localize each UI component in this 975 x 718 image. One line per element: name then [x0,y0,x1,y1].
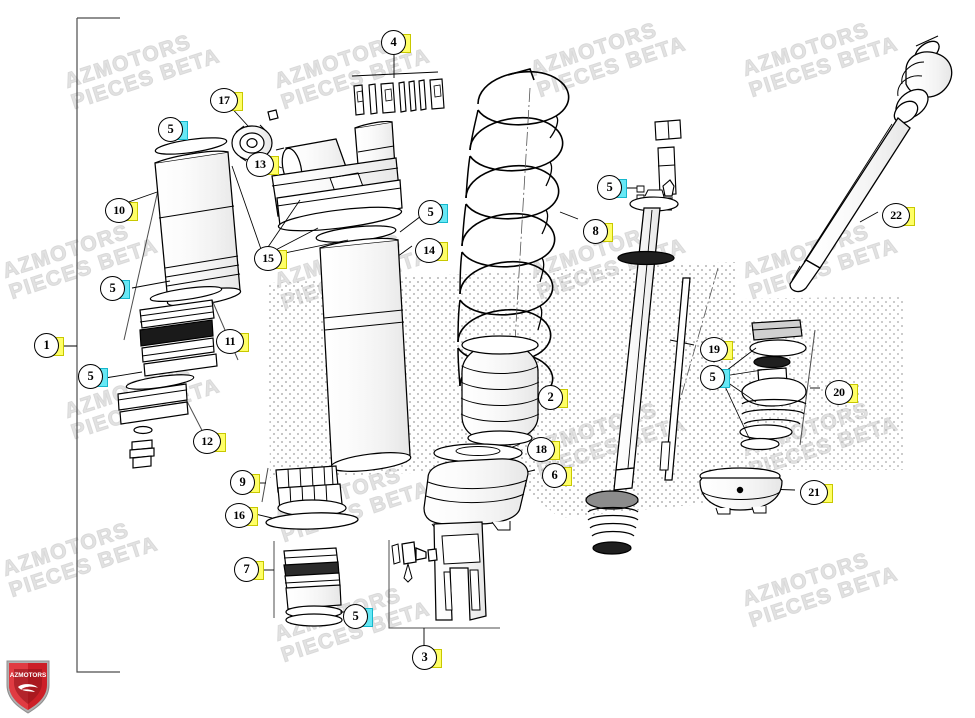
part-16-locking-wire-ring [246,511,359,530]
part-19-damper-shaft-rod [613,189,719,491]
callout-number: 5 [78,364,103,389]
callout-marker-5e[interactable]: 5 [597,175,627,201]
callout-marker-5a[interactable]: 5 [158,117,188,143]
bracket-item-3 [388,540,500,648]
callout-marker-2[interactable]: 2 [538,385,568,411]
callout-number: 5 [418,200,443,225]
callout-marker-20[interactable]: 20 [825,380,858,406]
callout-number: 10 [105,198,133,223]
callout-marker-16[interactable]: 16 [225,503,258,529]
callout-marker-18[interactable]: 18 [527,437,560,463]
callout-number: 1 [34,333,59,358]
part-13-piggyback-head [261,120,403,232]
callout-number: 18 [527,437,555,462]
callout-number: 2 [538,385,563,410]
callout-marker-1[interactable]: 1 [34,333,64,359]
part-rebound-spring-small [585,490,639,555]
callout-number: 14 [415,238,443,263]
part-5-fastener-column [620,119,682,211]
part-21-bottom-end-cap [699,467,796,515]
callout-marker-11[interactable]: 11 [216,329,249,355]
callout-number: 12 [193,429,221,454]
logo-text: AZMOTORS [10,672,47,679]
part-4-shim-stack [351,55,445,116]
callout-number: 6 [542,463,567,488]
part-20-rebound-valve-stack [739,319,807,451]
callout-number: 5 [597,175,622,200]
callout-marker-7[interactable]: 7 [234,557,264,583]
callout-marker-14[interactable]: 14 [415,238,448,264]
callout-marker-15[interactable]: 15 [254,246,287,272]
callout-number: 7 [234,557,259,582]
part-17-adjuster-knob [227,103,279,162]
part-18-spring-washer-plate [433,443,523,463]
callout-marker-22[interactable]: 22 [882,203,915,229]
callout-number: 19 [700,337,728,362]
callout-number: 17 [210,88,238,113]
callout-marker-5b[interactable]: 5 [418,200,448,226]
part-22-shaft-with-eyelet [789,35,953,293]
callout-marker-12[interactable]: 12 [193,429,226,455]
part-12-reservoir-valve [104,371,208,469]
callout-marker-13[interactable]: 13 [246,152,279,178]
part-7-piston-seal-head [283,547,360,627]
callout-marker-17[interactable]: 17 [210,88,243,114]
azmotors-shield-logo: AZMOTORS [6,660,50,714]
part-10-reservoir-cylinder [119,137,242,341]
callout-marker-9[interactable]: 9 [230,470,260,496]
callout-marker-19[interactable]: 19 [700,337,733,363]
callout-number: 5 [158,117,183,142]
callout-number: 9 [230,470,255,495]
callout-number: 16 [225,503,253,528]
callout-number: 5 [100,276,125,301]
callout-number: 21 [800,480,828,505]
callout-number: 3 [412,645,437,670]
callout-number: 5 [700,365,725,390]
callout-number: 20 [825,380,853,405]
callout-number: 8 [583,219,608,244]
part-2-bump-rubber-bellows [460,335,540,446]
callout-number: 13 [246,152,274,177]
bracket-item-20 [799,329,820,446]
part-11-reservoir-seal-set [131,280,239,377]
part-9-preload-adjuster-ring [275,465,347,517]
callout-marker-5c[interactable]: 5 [100,276,130,302]
callout-marker-6[interactable]: 6 [542,463,572,489]
callout-marker-5f[interactable]: 5 [700,365,730,391]
callout-marker-21[interactable]: 21 [800,480,833,506]
callout-number: 22 [882,203,910,228]
callout-number: 4 [381,30,406,55]
callout-marker-4[interactable]: 4 [381,30,411,56]
part-3-lower-fork-clevis [391,521,487,621]
callout-marker-10[interactable]: 10 [105,198,138,224]
callout-marker-5g[interactable]: 5 [343,604,373,630]
callout-marker-8[interactable]: 8 [583,219,613,245]
callout-number: 5 [343,604,368,629]
callout-number: 11 [216,329,244,354]
callout-marker-3[interactable]: 3 [412,645,442,671]
callout-marker-5d[interactable]: 5 [78,364,108,390]
callout-number: 15 [254,246,282,271]
